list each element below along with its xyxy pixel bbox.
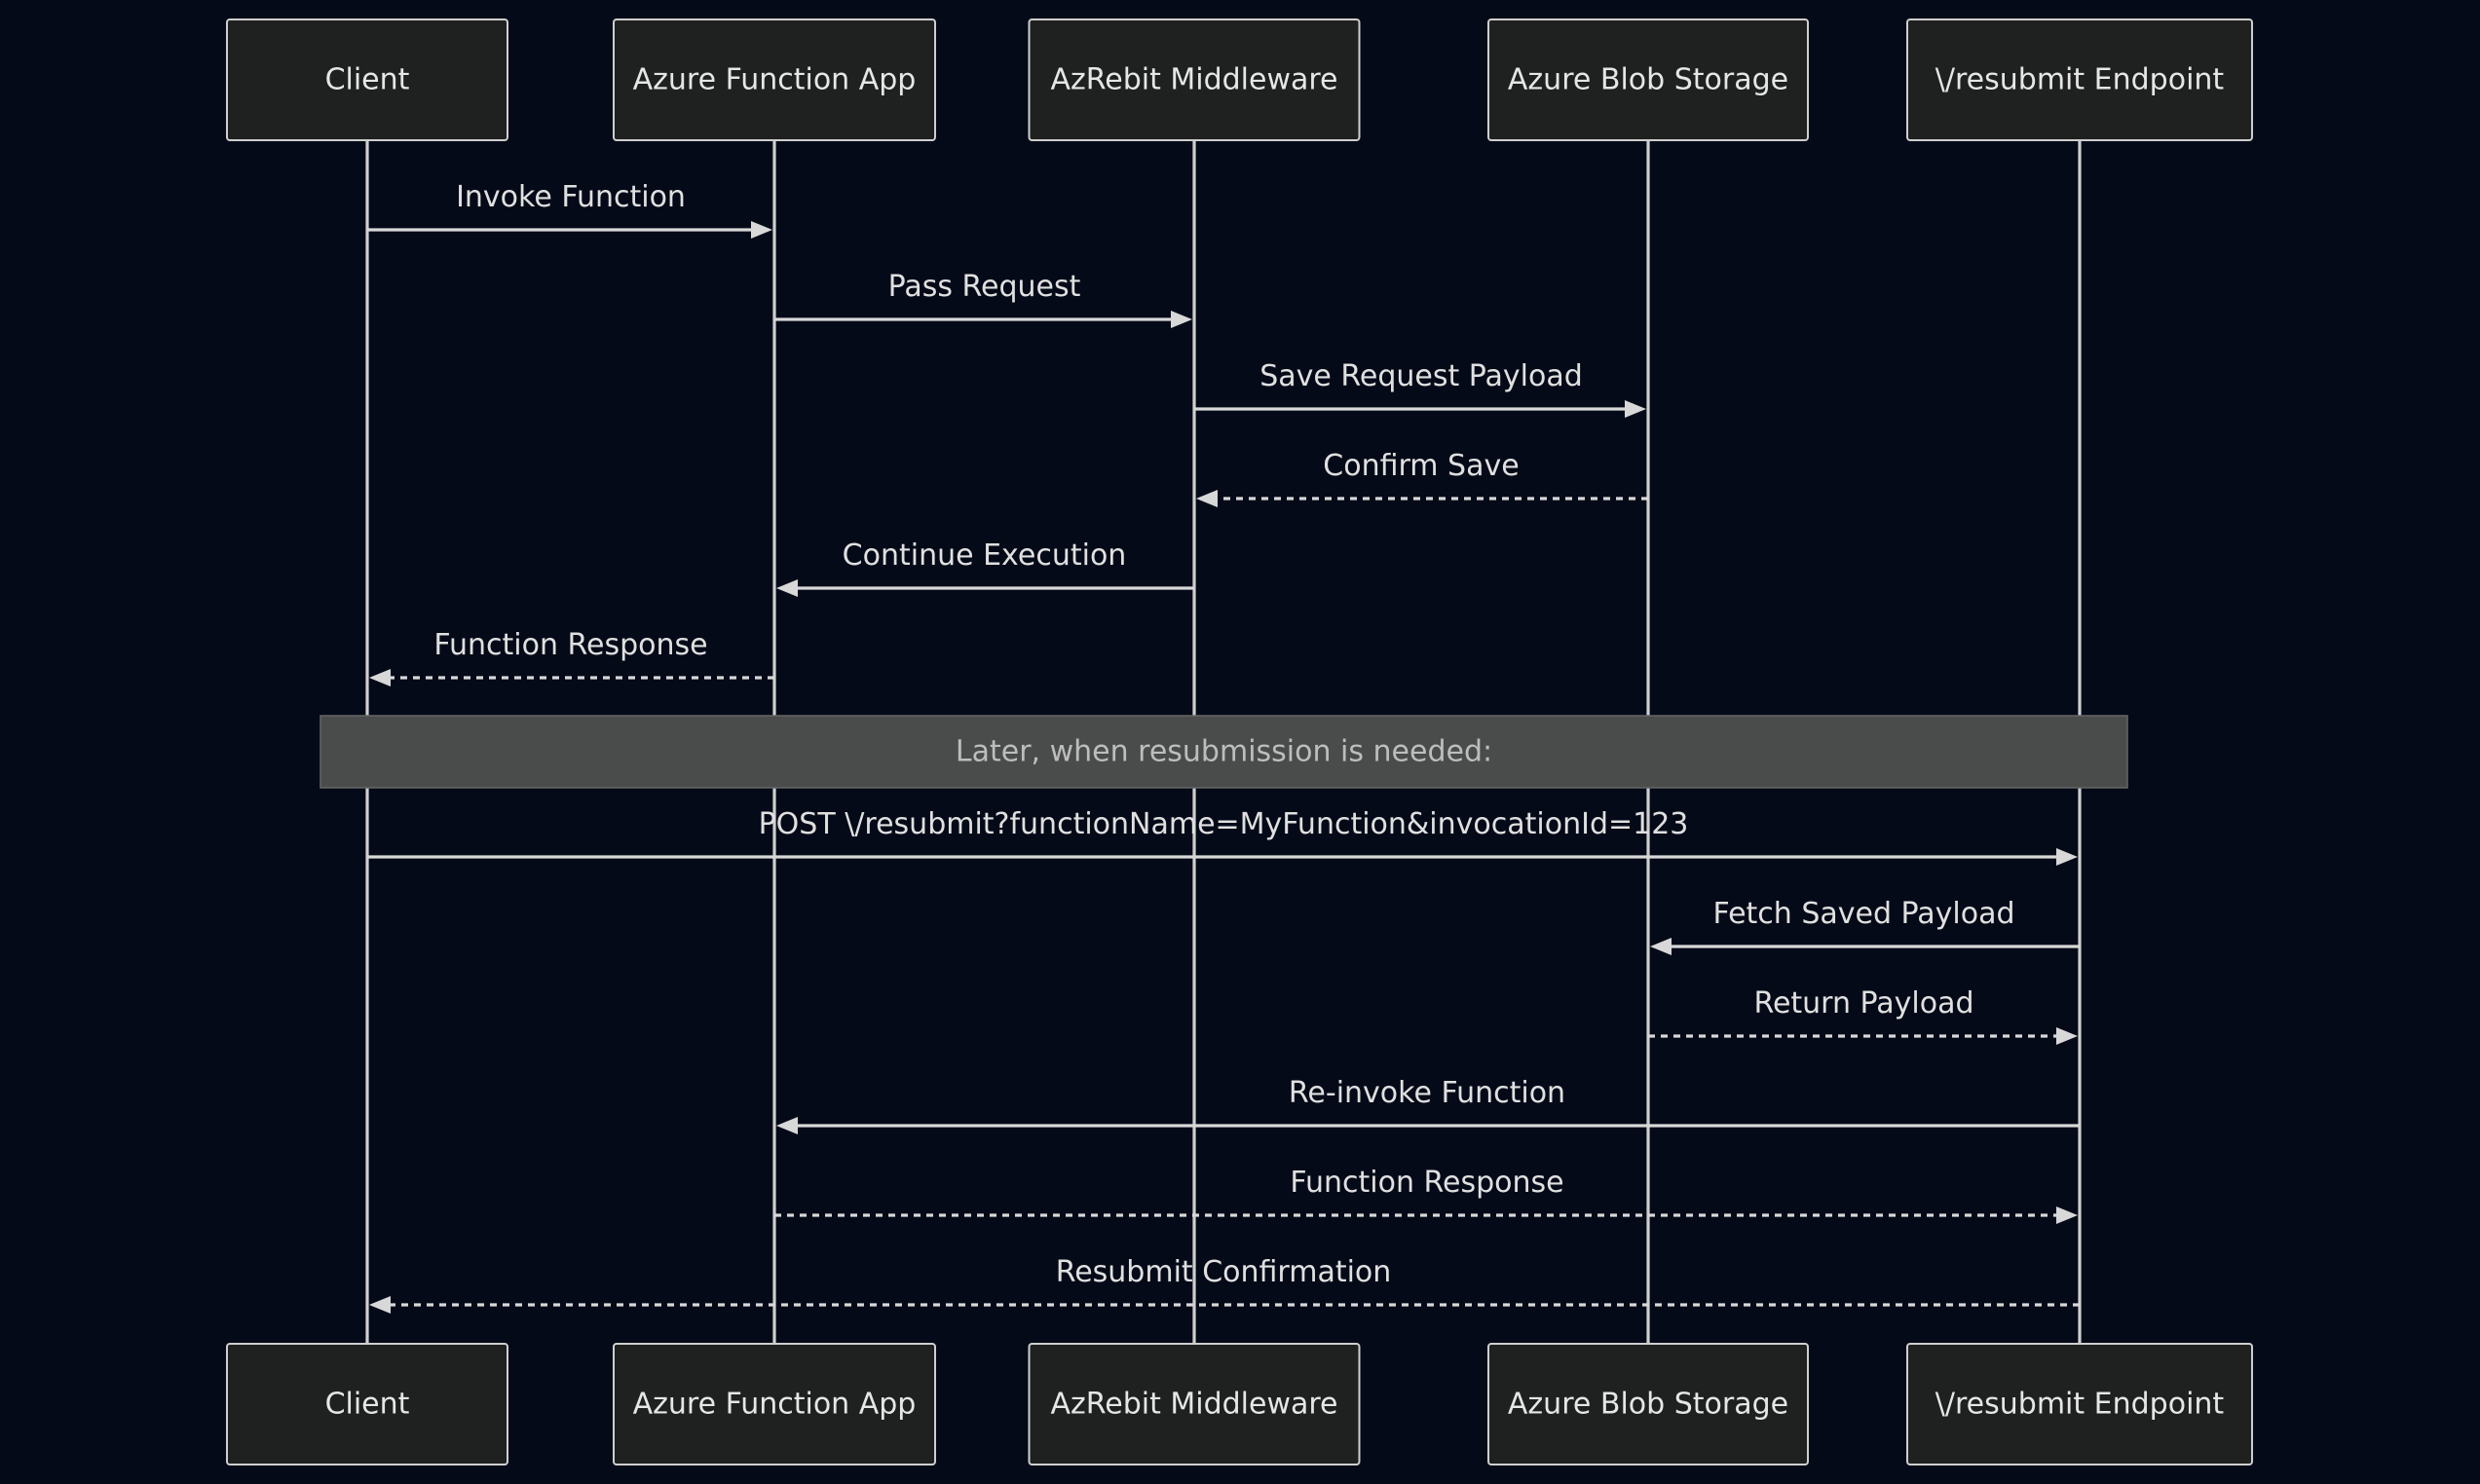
- arrowhead-icon: [2056, 1027, 2078, 1045]
- arrowhead-icon: [776, 1117, 798, 1134]
- participant-client-top: Client: [226, 19, 508, 141]
- message-10: Return Payload: [1648, 986, 2078, 1045]
- arrowhead-icon: [1196, 490, 1218, 507]
- message-9: Fetch Saved Payload: [1650, 897, 2080, 955]
- participant-label: \/resubmit Endpoint: [1935, 63, 2225, 97]
- message-3: Save Request Payload: [1194, 359, 1646, 418]
- message-label: Fetch Saved Payload: [1712, 897, 2014, 931]
- message-label: Continue Execution: [843, 538, 1127, 573]
- participant-box: [226, 19, 508, 141]
- message-11: Re-invoke Function: [776, 1076, 2080, 1134]
- message-label: Resubmit Confirmation: [1056, 1255, 1392, 1289]
- message-8: POST \/resubmit?functionName=MyFunction&…: [367, 807, 2078, 866]
- participant-function-app-top: Azure Function App: [613, 19, 936, 141]
- participant-label: Client: [325, 63, 410, 97]
- arrowhead-icon: [2056, 848, 2078, 866]
- message-1: Invoke Function: [367, 180, 772, 239]
- message-12: Function Response: [774, 1166, 2078, 1224]
- participant-label: Azure Blob Storage: [1508, 1388, 1788, 1422]
- participant-label: Azure Blob Storage: [1508, 63, 1788, 97]
- participant-box: [1028, 1343, 1361, 1465]
- message-label: Re-invoke Function: [1289, 1076, 1565, 1110]
- arrowhead-icon: [369, 669, 391, 686]
- participant-box: [1487, 1343, 1809, 1465]
- message-4: Confirm Save: [1196, 449, 1648, 507]
- participant-box: [226, 1343, 508, 1465]
- arrowhead-icon: [751, 221, 772, 239]
- participant-box: [1487, 19, 1809, 141]
- note-box: [319, 715, 2128, 789]
- participant-middleware-bottom: AzRebit Middleware: [1028, 1343, 1361, 1465]
- arrowhead-icon: [369, 1296, 391, 1314]
- message-label: Return Payload: [1753, 986, 1973, 1020]
- participant-function-app-bottom: Azure Function App: [613, 1343, 936, 1465]
- message-label: Function Response: [1290, 1166, 1563, 1200]
- message-label: Confirm Save: [1323, 449, 1519, 483]
- participant-label: Client: [325, 1388, 410, 1422]
- message-2: Pass Request: [774, 270, 1192, 328]
- arrowhead-icon: [1625, 400, 1646, 418]
- participant-box: [1028, 19, 1361, 141]
- participant-resubmit-endpoint-bottom: \/resubmit Endpoint: [1906, 1343, 2253, 1465]
- arrowhead-icon: [1171, 311, 1192, 328]
- participant-box: [613, 19, 936, 141]
- participant-label: AzRebit Middleware: [1050, 63, 1337, 97]
- participant-client-bottom: Client: [226, 1343, 508, 1465]
- message-label: Function Response: [433, 628, 707, 662]
- participant-box: [1906, 19, 2253, 141]
- note-text: Later, when resubmission is needed:: [956, 735, 1492, 769]
- participant-box: [1906, 1343, 2253, 1465]
- message-6: Function Response: [369, 628, 774, 686]
- participant-label: Azure Function App: [633, 63, 917, 97]
- arrowhead-icon: [2056, 1206, 2078, 1224]
- message-5: Continue Execution: [776, 538, 1194, 597]
- participant-blob-storage-top: Azure Blob Storage: [1487, 19, 1809, 141]
- participant-blob-storage-bottom: Azure Blob Storage: [1487, 1343, 1809, 1465]
- arrowhead-icon: [776, 579, 798, 597]
- arrowhead-icon: [1650, 938, 1672, 955]
- message-13: Resubmit Confirmation: [369, 1255, 2080, 1314]
- participant-label: AzRebit Middleware: [1050, 1388, 1337, 1422]
- message-label: POST \/resubmit?functionName=MyFunction&…: [759, 807, 1689, 841]
- message-label: Pass Request: [888, 270, 1081, 304]
- participant-resubmit-endpoint-top: \/resubmit Endpoint: [1906, 19, 2253, 141]
- message-label: Save Request Payload: [1259, 359, 1583, 393]
- message-label: Invoke Function: [456, 180, 686, 214]
- participant-middleware-top: AzRebit Middleware: [1028, 19, 1361, 141]
- participant-box: [613, 1343, 936, 1465]
- participant-label: Azure Function App: [633, 1388, 917, 1422]
- note: Later, when resubmission is needed:: [319, 715, 2128, 789]
- participant-label: \/resubmit Endpoint: [1935, 1388, 2225, 1422]
